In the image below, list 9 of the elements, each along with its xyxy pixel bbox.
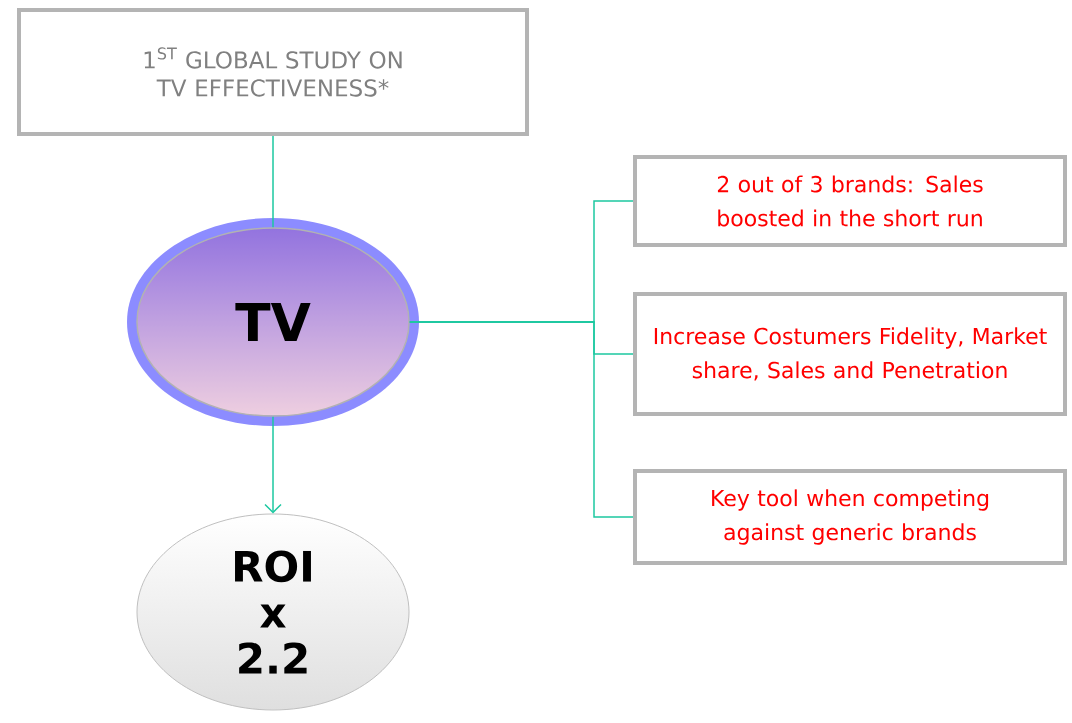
tv-disc: TV <box>136 227 410 417</box>
connector <box>272 135 274 228</box>
fact-box: 2 out of 3 brands: Sales boosted in the short run <box>633 155 1067 247</box>
connector <box>409 321 634 518</box>
fact-box: Key tool when competing against generic brands <box>633 469 1067 565</box>
fact-box: Increase Costumers Fidelity, Market share, Sales and Penetration <box>633 292 1067 416</box>
roi-disc: ROI x 2.2 <box>136 513 410 711</box>
title-box: 1$^{ST}$ GLOBAL STUDY ON TV EFFECTIVENESS* <box>17 8 529 136</box>
connector <box>264 416 282 514</box>
